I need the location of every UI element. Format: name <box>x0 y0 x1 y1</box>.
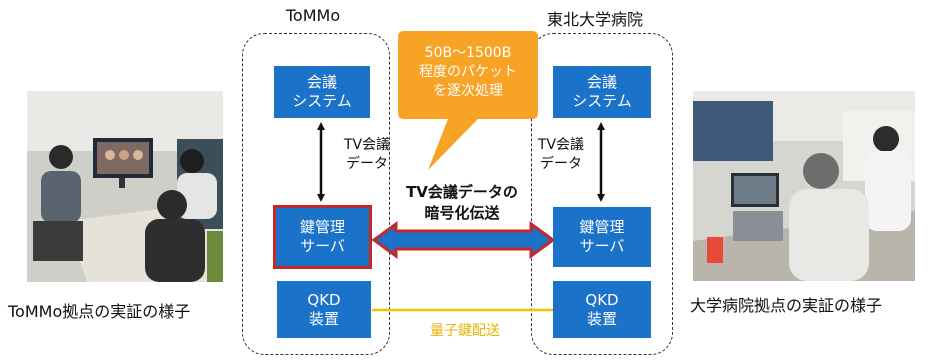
left-key-server-box: 鍵管理 サーバ <box>273 205 372 269</box>
encrypted-label-2: 暗号化伝送 <box>424 204 500 222</box>
office-videoconference-photo-icon <box>27 91 223 282</box>
callout-bubble <box>398 31 538 170</box>
right-qkd-label-1: QKD <box>585 290 619 309</box>
callout-bubble-text: 50B〜1500B 程度のパケット を逐次処理 <box>398 44 538 101</box>
right-site-photo <box>693 91 915 281</box>
right-qkd-device-box: QKD 装置 <box>553 281 651 338</box>
left-qkd-label-1: QKD <box>307 290 341 309</box>
encrypted-transmission-label: TV会議データの 暗号化伝送 <box>392 182 532 224</box>
left-conference-system-box: 会議 システム <box>274 66 370 118</box>
right-key-label-1: 鍵管理 <box>579 218 625 236</box>
hospital-site-group <box>531 33 673 355</box>
qkd-link-label: 量子鍵配送 <box>430 323 500 339</box>
left-tv-label-2: データ <box>346 156 388 172</box>
tommo-site-group <box>242 33 390 355</box>
bubble-line-1: 50B〜1500B <box>424 45 512 61</box>
site-title-tommo: ToMMo <box>285 6 341 25</box>
right-tv-label-2: データ <box>540 156 582 172</box>
left-key-label-2: サーバ <box>300 237 345 255</box>
left-conference-label-2: システム <box>292 92 352 110</box>
left-key-label-1: 鍵管理 <box>299 218 345 236</box>
right-conference-label-1: 会議 <box>586 73 617 91</box>
left-tv-data-label: TV会議 データ <box>332 136 402 174</box>
bubble-line-3: を逐次処理 <box>433 83 503 99</box>
left-qkd-label-2: 装置 <box>308 309 339 328</box>
left-conference-label-1: 会議 <box>306 73 337 91</box>
right-conference-label-2: システム <box>572 92 632 110</box>
right-conference-system-box: 会議 システム <box>553 66 651 118</box>
right-photo-caption: 大学病院拠点の実証の様子 <box>690 296 883 315</box>
encrypted-label-1: TV会議データの <box>406 183 518 201</box>
right-qkd-label-2: 装置 <box>586 309 617 328</box>
right-key-label-2: サーバ <box>579 237 625 255</box>
left-qkd-device-box: QKD 装置 <box>277 281 371 338</box>
hospital-videoconference-photo-icon <box>693 91 915 281</box>
right-tv-data-label: TV会議 データ <box>526 136 596 174</box>
encrypted-link-arrow <box>371 221 556 259</box>
site-title-hospital: 東北大学病院 <box>546 10 643 29</box>
bubble-line-2: 程度のパケット <box>419 64 517 80</box>
left-tv-label-1: TV会議 <box>343 137 391 153</box>
left-photo-caption: ToMMo拠点の実証の様子 <box>8 302 191 321</box>
left-site-photo <box>27 91 223 282</box>
right-tv-label-1: TV会議 <box>537 137 585 153</box>
right-key-server-box: 鍵管理 サーバ <box>553 207 651 267</box>
